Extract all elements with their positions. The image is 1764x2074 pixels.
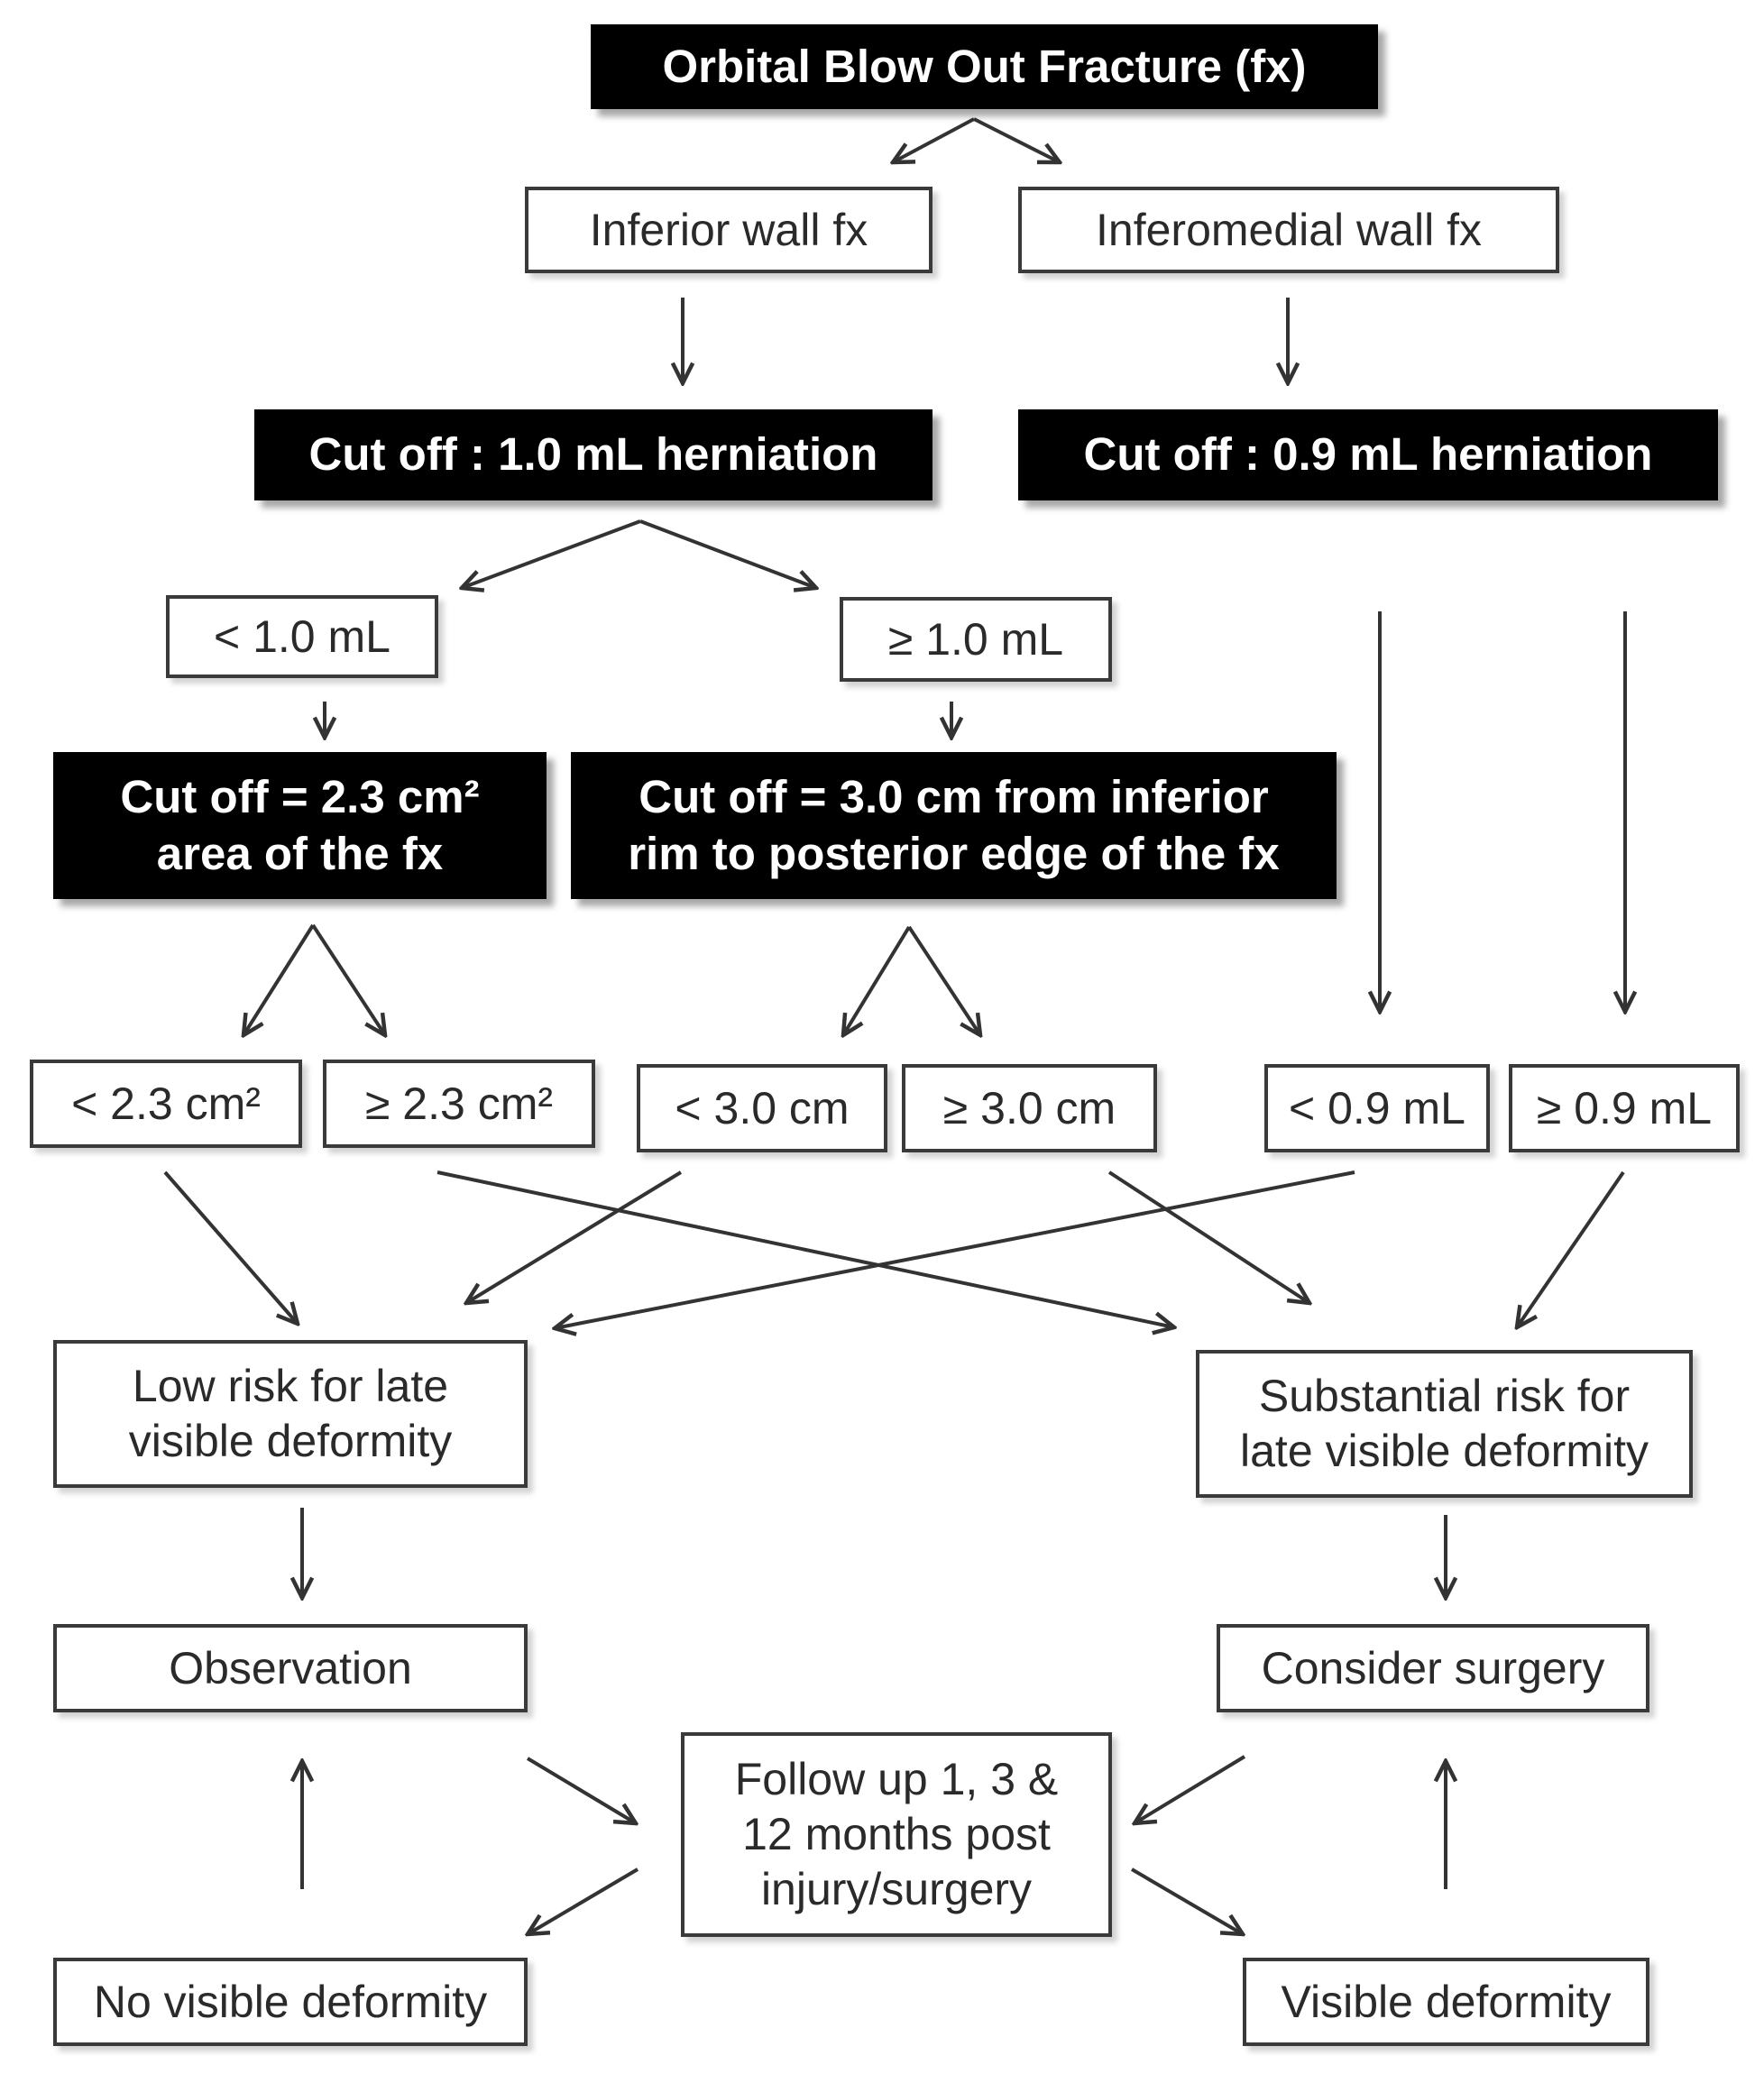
ge-0-9-ml-node: ≥ 0.9 mL: [1509, 1064, 1740, 1152]
arrow-followup-to-no-visible: [528, 1868, 639, 1934]
lt-0-9-ml-node: < 0.9 mL: [1264, 1064, 1490, 1152]
ge-3-0-cm-node: ≥ 3.0 cm: [902, 1064, 1157, 1152]
inferomedial-wall-node: Inferomedial wall fx: [1018, 187, 1559, 273]
ge-1-0-ml-node: ≥ 1.0 mL: [840, 597, 1112, 682]
arrow-surgery-to-followup: [1135, 1755, 1246, 1823]
arrow-distance-to-lt-3-0: [843, 925, 911, 1035]
arrow-lt-3-0-to-low: [466, 1170, 683, 1303]
substantial-risk-node: Substantial risk for late visible deform…: [1196, 1350, 1693, 1498]
arrow-observation-to-followup: [526, 1757, 636, 1823]
arrow-lt-2-3-to-low: [163, 1170, 298, 1324]
visible-deformity-node: Visible deformity: [1243, 1958, 1649, 2046]
observation-node: Observation: [53, 1624, 528, 1712]
arrow-lt-0-9-to-low: [555, 1170, 1355, 1328]
cutoff-inferior-node: Cut off : 1.0 mL herniation: [254, 409, 933, 500]
arrow-cutoff-to-lt-1-0: [462, 519, 641, 588]
follow-up-node: Follow up 1, 3 & 12 months post injury/s…: [681, 1732, 1112, 1937]
cutoff-inferomedial-node: Cut off : 0.9 mL herniation: [1018, 409, 1718, 500]
arrow-cutoff-to-ge-1-0: [639, 519, 816, 588]
arrow-area-to-ge-2-3: [311, 923, 385, 1035]
arrow-root-to-inferomedial: [973, 117, 1060, 162]
arrow-area-to-lt-2-3: [243, 923, 315, 1035]
arrow-ge-3-0-to-substantial: [1107, 1170, 1309, 1303]
low-risk-node: Low risk for late visible deformity: [53, 1340, 528, 1488]
arrow-followup-to-visible: [1130, 1868, 1243, 1934]
arrow-distance-to-ge-3-0: [907, 925, 980, 1035]
arrow-root-to-inferior: [893, 117, 975, 162]
lt-2-3-cm2-node: < 2.3 cm²: [30, 1060, 302, 1148]
ge-2-3-cm2-node: ≥ 2.3 cm²: [323, 1060, 595, 1148]
lt-3-0-cm-node: < 3.0 cm: [637, 1064, 887, 1152]
arrow-ge-0-9-to-substantial: [1517, 1170, 1625, 1327]
root-node: Orbital Blow Out Fracture (fx): [591, 24, 1378, 109]
arrow-ge-2-3-to-substantial: [436, 1170, 1174, 1327]
consider-surgery-node: Consider surgery: [1217, 1624, 1649, 1712]
cutoff-distance-node: Cut off = 3.0 cm from inferior rim to po…: [571, 752, 1337, 899]
no-visible-deformity-node: No visible deformity: [53, 1958, 528, 2046]
lt-1-0-ml-node: < 1.0 mL: [166, 595, 438, 678]
cutoff-area-node: Cut off = 2.3 cm² area of the fx: [53, 752, 547, 899]
inferior-wall-node: Inferior wall fx: [525, 187, 933, 273]
